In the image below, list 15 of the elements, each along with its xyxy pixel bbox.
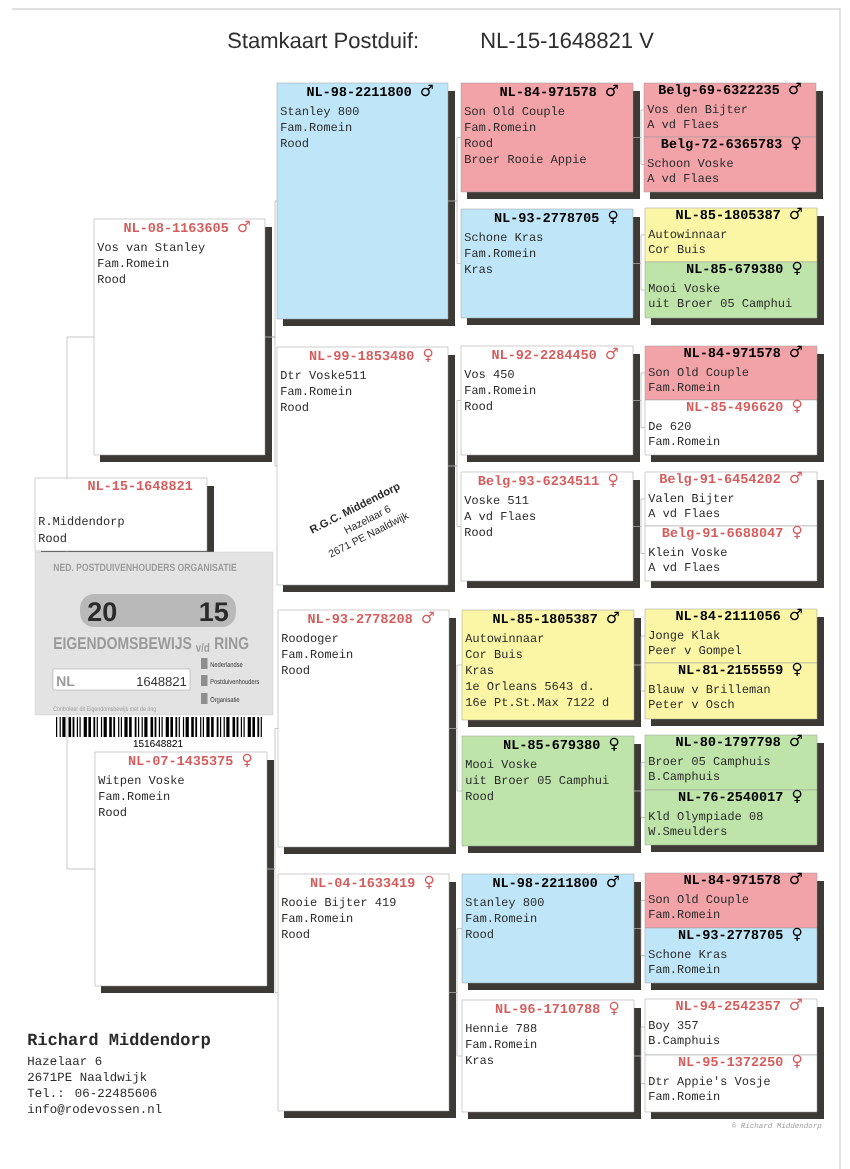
page-title: Stamkaart Postduif:: [228, 32, 418, 49]
address-text: Hazelaar 6: [28, 1055, 102, 1066]
owner-name: Richard Middendorp: [28, 1032, 210, 1049]
email-address: info@rodevossen.nl: [28, 1103, 162, 1115]
address-text: 2671PE Naaldwijk: [28, 1071, 147, 1084]
certificate-title: EIGENDOMSBEWIJS $_{v/d}$ RING: [54, 637, 249, 652]
year-number: 15: [200, 602, 229, 622]
label: NL: [57, 676, 75, 686]
sticker-heading: NED. POSTDUIVENHOUDERS ORGANISATIE: [53, 563, 237, 572]
number-field: NL 1648821: [52, 668, 191, 691]
ring-number: NL-15-1648821 V: [482, 32, 654, 49]
label: 1648821: [137, 676, 187, 687]
phone-number: Tel.: 06-22485606: [27, 1087, 157, 1098]
barcode-number: 151648821: [133, 740, 183, 748]
year-number: 20: [88, 602, 117, 622]
